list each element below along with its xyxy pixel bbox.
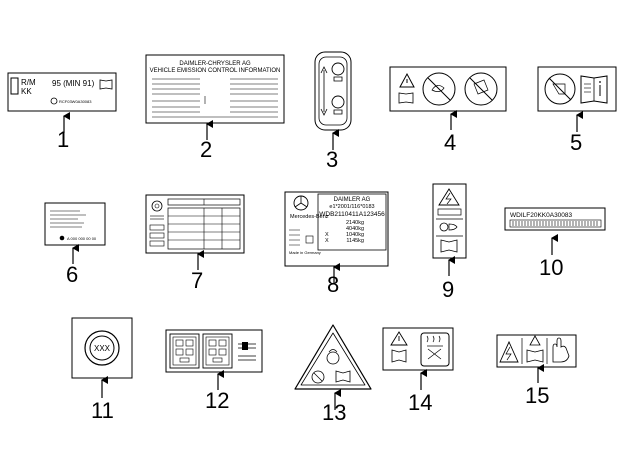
high-voltage-icon (438, 188, 460, 206)
person-icon (331, 62, 345, 76)
label-15-battery-warning (496, 334, 577, 368)
label-4-airbag-warning (389, 66, 507, 112)
book-icon (391, 349, 407, 363)
logo-icon (59, 235, 65, 241)
warning-icon (529, 335, 541, 346)
label-2-maker: DAIMLER-CHRYSLER AG (179, 61, 251, 67)
label-8-brand: Mercedes-Benz (290, 214, 329, 220)
callout-14: 14 (408, 390, 432, 415)
label-8-axle-1: X (325, 232, 329, 238)
callout-7: 7 (191, 268, 203, 293)
callout-12: 12 (205, 388, 229, 413)
label-11-round-badge: XXX (71, 317, 133, 379)
callout-15: 15 (525, 383, 549, 408)
hand-icon (448, 223, 458, 231)
callout-8: 8 (327, 272, 339, 297)
tire-icon (151, 200, 163, 212)
label-8-weight-1: 2140kg (346, 220, 364, 226)
warning-icon (390, 331, 408, 346)
hand-icon (552, 337, 570, 363)
label-1-code: RCF03W0A30083 (59, 99, 92, 104)
book-icon (398, 92, 414, 104)
label-1-text-rm: R/M (21, 78, 36, 87)
label-1-text-kk: KK (21, 87, 32, 96)
callout-1: 1 (57, 127, 69, 152)
label-8-maker: DAIMLER AG (334, 197, 371, 203)
book-icon (526, 349, 544, 363)
high-voltage-icon (499, 340, 519, 363)
no-rear-facing-seat-icon (544, 73, 576, 105)
book-icon (440, 239, 458, 253)
label-10-vin: WDILF20KK0A30083 (510, 212, 573, 219)
label-6-code: A 000 000 00 00 (67, 236, 97, 241)
callout-4: 4 (444, 130, 456, 155)
callout-6: 6 (66, 262, 78, 287)
person-icon (331, 95, 345, 109)
warning-icon (399, 72, 415, 88)
callout-5: 5 (570, 130, 582, 155)
label-8-vin-plate: Mercedes-Benz DAIMLER AG e1*2001/116*018… (284, 191, 389, 267)
callout-2: 2 (200, 137, 212, 162)
book-icon (99, 79, 113, 90)
label-13-triangle-warning (294, 324, 372, 390)
label-10-vin-barcode: WDILF20KK0A30083 (504, 207, 606, 231)
label-8-axle-2: X (325, 238, 329, 244)
label-2-emission-info: DAIMLER-CHRYSLER AG VEHICLE EMISSION CON… (145, 54, 285, 124)
callout-9: 9 (442, 277, 454, 302)
label-9-fan-warning (432, 183, 467, 259)
callout-3: 3 (326, 147, 338, 172)
label-8-weight-4: 1145kg (346, 238, 364, 244)
no-airbag-icon (464, 72, 498, 106)
label-5-child-seat-warning (537, 66, 617, 112)
label-8-approval: e1*2001/116*0183 (329, 204, 374, 210)
label-14-coolant-warning (382, 327, 454, 371)
label-8-weight-3: 1040kg (346, 232, 364, 238)
gear-icon (50, 97, 58, 105)
barcode (509, 219, 602, 228)
label-2-heading: VEHICLE EMISSION CONTROL INFORMATION (150, 68, 281, 74)
coolant-icon (326, 351, 340, 365)
label-1-octane-value: 95 (MIN 91) (52, 79, 95, 88)
label-11-mark: XXX (94, 344, 111, 353)
label-8-vin: WDB2110411A123456 (319, 211, 385, 218)
book-icon (335, 370, 351, 383)
callout-10: 10 (539, 255, 563, 280)
no-touch-icon (311, 370, 325, 384)
label-12-fuse-diagram (165, 329, 263, 373)
fan-icon (439, 222, 449, 232)
label-1-fuel-octane: R/M KK 95 (MIN 91) RCF03W0A30083 (7, 72, 117, 112)
no-child-seat-icon (422, 72, 456, 106)
label-6-info-plate: A 000 000 00 00 (44, 202, 106, 246)
label-8-weight-2: 4040kg (346, 226, 364, 232)
callout-13: 13 (322, 400, 346, 425)
label-7-tire-pressure (145, 194, 245, 254)
callout-11: 11 (91, 398, 114, 423)
label-8-origin: Made in Germany (289, 250, 321, 255)
label-3-seat-belt (314, 51, 352, 131)
